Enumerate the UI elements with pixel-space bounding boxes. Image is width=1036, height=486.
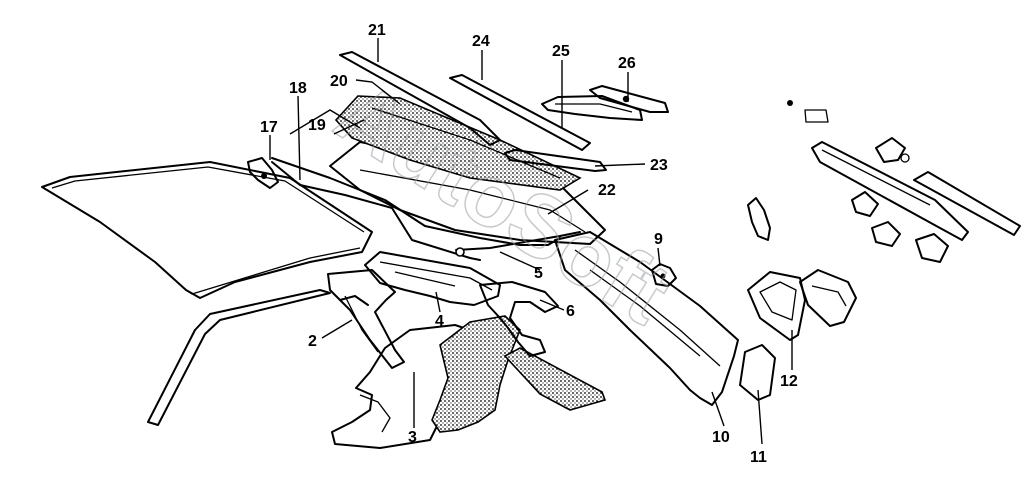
callout-9: 9 (654, 231, 663, 248)
rear-panel (554, 231, 739, 406)
package-tray-rail (364, 251, 501, 306)
callout-22: 22 (598, 182, 616, 199)
cover-plate (739, 344, 776, 401)
lock-cylinder (875, 137, 910, 163)
callout-6: 6 (566, 303, 575, 320)
wheel-house (431, 315, 521, 433)
tail-lamp-housing (747, 271, 806, 341)
lower-molding (504, 149, 607, 172)
badge-emblem (913, 171, 1021, 236)
callout-26: 26 (618, 55, 636, 72)
callout-19: 19 (308, 117, 326, 134)
callout-2: 2 (308, 333, 317, 350)
callouts: 21 24 25 26 20 18 19 17 22 23 9 5 6 4 2 … (260, 22, 798, 466)
callout-25: 25 (552, 43, 570, 60)
callout-4: 4 (435, 313, 444, 330)
callout-12: 12 (780, 373, 798, 390)
small-bracket (747, 197, 771, 241)
clip-c (915, 233, 949, 263)
callout-18: 18 (289, 80, 307, 97)
trunk-seal (271, 157, 561, 261)
drip-molding (147, 289, 331, 426)
garnish-bar (811, 141, 969, 241)
spoiler-cap (589, 85, 669, 113)
roof-panel (41, 161, 373, 299)
hinge-bracket (479, 281, 559, 357)
hinge-17 (247, 157, 279, 189)
upper-molding (339, 51, 501, 146)
callout-17: 17 (260, 119, 278, 136)
callout-3: 3 (408, 429, 417, 446)
callout-24: 24 (472, 33, 490, 50)
quarter-panel (331, 324, 471, 449)
leader-lines (269, 38, 793, 445)
tail-lamp (799, 269, 857, 327)
callout-5: 5 (534, 265, 543, 282)
badge-small (787, 100, 829, 123)
rear-pillar (327, 269, 405, 369)
callout-21: 21 (368, 22, 386, 39)
callout-20: 20 (330, 73, 348, 90)
side-molding (449, 74, 591, 151)
clip-a (851, 191, 879, 217)
clip-b (871, 221, 901, 247)
spoiler (541, 95, 643, 121)
quarter-window (503, 347, 607, 411)
callout-23: 23 (650, 157, 668, 174)
callout-11: 11 (750, 449, 767, 466)
callout-10: 10 (712, 429, 730, 446)
gas-strut (455, 231, 581, 257)
